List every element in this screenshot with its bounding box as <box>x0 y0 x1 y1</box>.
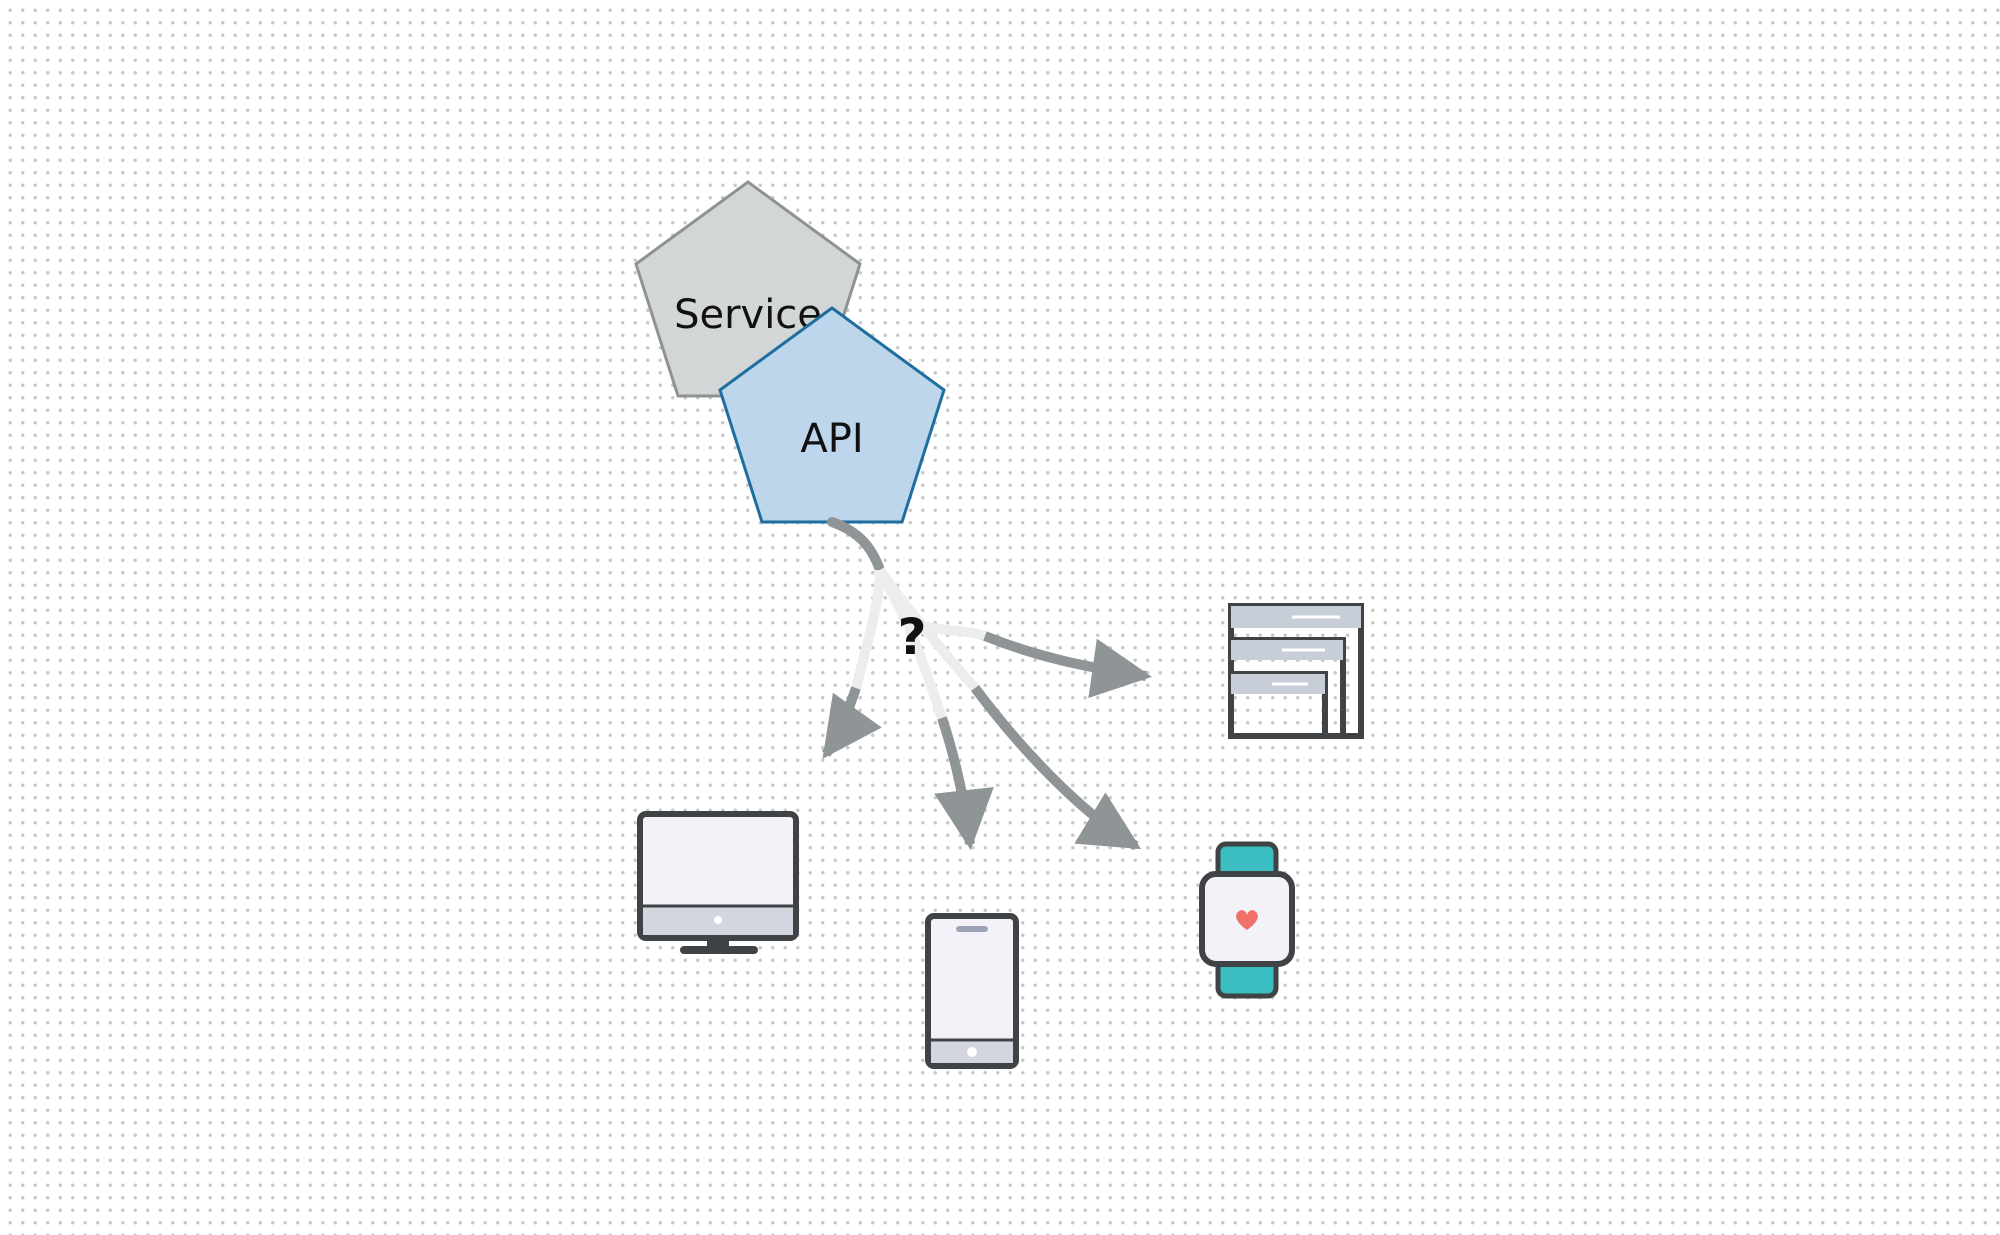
connectors: ? <box>821 517 1152 851</box>
trunk-connector <box>827 517 885 575</box>
arrow-to-server <box>983 631 1152 699</box>
arrow-to-watch <box>971 684 1142 851</box>
desktop-monitor-icon <box>637 811 799 954</box>
api-label: API <box>800 416 863 462</box>
server-rack-icon <box>1228 603 1364 739</box>
smartphone-icon <box>925 913 1019 1069</box>
connector-question-label: ? <box>897 608 926 666</box>
smartwatch-icon <box>1199 841 1295 999</box>
arrow-to-phone <box>934 716 994 850</box>
arrow-to-desktop <box>821 686 882 759</box>
fade-zone <box>851 567 987 720</box>
service-label: Service <box>674 292 822 338</box>
